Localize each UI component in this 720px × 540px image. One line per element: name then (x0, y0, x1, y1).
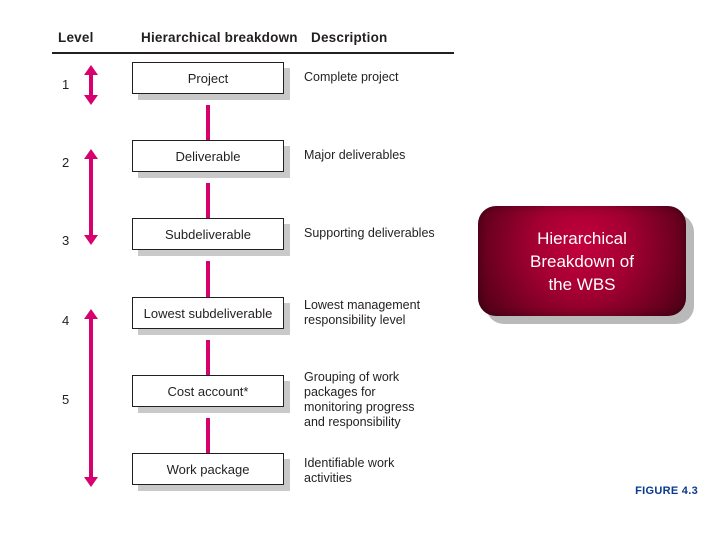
wbs-box-subdeliverable: Subdeliverable (132, 218, 284, 250)
description-cost-account: Grouping of work packages for monitoring… (304, 370, 415, 429)
column-header-description: Description (311, 30, 388, 45)
callout-callout-wrapper: Hierarchical Breakdown of the WBS (478, 206, 694, 324)
level-number-2: 2 (62, 155, 70, 170)
wbs-box-lowest-subdeliverable: Lowest subdeliverable (132, 297, 284, 329)
description-project: Complete project (304, 70, 399, 84)
column-header-level: Level (58, 30, 94, 45)
level-number-5: 5 (62, 392, 70, 407)
callout-text: Hierarchical Breakdown of the WBS (530, 228, 634, 294)
figure-label: FIGURE 4.3 (635, 485, 698, 497)
description-work-package: Identifiable work activities (304, 456, 395, 485)
level-number-3: 3 (62, 233, 70, 248)
level-number-1: 1 (62, 77, 70, 92)
wbs-diagram: Level Hierarchical breakdown Description… (46, 18, 466, 518)
wbs-box-work-package: Work package (132, 453, 284, 485)
level-span-arrow-1 (84, 65, 98, 105)
callout-hierarchical-breakdown: Hierarchical Breakdown of the WBS (478, 206, 686, 316)
level-span-arrow-2 (84, 149, 98, 245)
level-number-4: 4 (62, 313, 70, 328)
arrow-tip-down-icon (84, 235, 98, 245)
arrow-tip-up-icon (84, 149, 98, 159)
wbs-box-project: Project (132, 62, 284, 94)
arrow-tip-up-icon (84, 65, 98, 75)
arrow-tip-down-icon (84, 477, 98, 487)
level-span-arrow-3 (84, 309, 98, 487)
arrow-tip-down-icon (84, 95, 98, 105)
description-lowest-subdeliverable: Lowest management responsibility level (304, 298, 421, 327)
arrow-tip-up-icon (84, 309, 98, 319)
header-divider (52, 52, 454, 54)
description-deliverable: Major deliverables (304, 148, 406, 162)
wbs-box-cost-account: Cost account* (132, 375, 284, 407)
wbs-box-deliverable: Deliverable (132, 140, 284, 172)
description-subdeliverable: Supporting deliverables (304, 226, 435, 240)
column-header-hierarchical-breakdown: Hierarchical breakdown (141, 30, 298, 45)
